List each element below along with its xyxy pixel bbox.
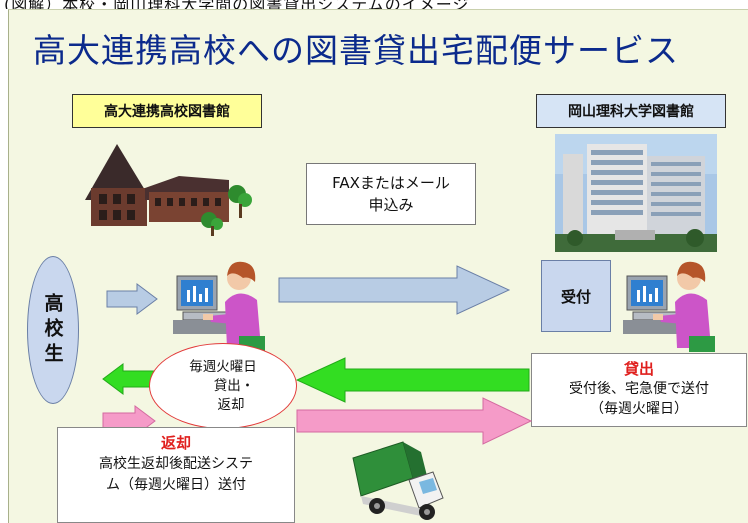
slide-title: 高大連携高校への図書貸出宅配便サービス [33, 31, 679, 70]
lending-heading: 貸出 [623, 360, 654, 378]
weekly-schedule-oval: 毎週火曜日 貸出・ 返却 [149, 343, 297, 429]
university-library-label: 岡山理科大学図書館 [536, 94, 726, 128]
lending-arrow [295, 357, 530, 403]
fax-request-line1: FAXまたはメール [332, 174, 450, 192]
return-line2: ム（毎週火曜日）送付 [106, 477, 246, 493]
weekly-line2: 貸出・ [213, 377, 255, 394]
fax-request-box: FAXまたはメール 申込み [306, 163, 476, 225]
return-box: 返却 高校生返却後配送システ ム（毎週火曜日）送付 [57, 427, 295, 523]
high-school-student-oval: 高校生 [27, 256, 79, 404]
student-computer-person-icon [173, 261, 265, 352]
reception-box: 受付 [541, 260, 611, 332]
return-line1: 高校生返却後配送システ [99, 456, 253, 472]
weekly-line3: 返却 [217, 396, 245, 413]
lending-line1: 受付後、宅急便で送付 [569, 381, 709, 397]
request-arrow [278, 265, 511, 315]
staff-computer-person-icon [623, 261, 715, 352]
fax-request-line2: 申込み [368, 196, 414, 214]
slide: 高大連携高校への図書貸出宅配便サービス 高大連携高校図書館 岡山理科大学図書館 [8, 9, 748, 523]
weekly-line1: 毎週火曜日 [189, 358, 257, 375]
student-to-pc-arrow [106, 283, 158, 315]
cropped-header-text: (図解）本校・岡山理科大学間の図書貸出システムのイメージ [4, 0, 469, 9]
return-heading: 返却 [160, 434, 191, 452]
lending-line2: （毎週火曜日） [590, 401, 688, 417]
student-label: 高校生 [41, 292, 64, 368]
school-library-building-icon [85, 144, 252, 236]
university-building-photo [555, 134, 717, 252]
delivery-truck-icon [352, 441, 444, 520]
lending-box: 貸出 受付後、宅急便で送付 （毎週火曜日） [531, 353, 747, 427]
high-school-library-label: 高大連携高校図書館 [72, 94, 262, 128]
return-arrow [296, 397, 533, 445]
cropped-header-strip: (図解）本校・岡山理科大学間の図書貸出システムのイメージ [0, 0, 748, 9]
